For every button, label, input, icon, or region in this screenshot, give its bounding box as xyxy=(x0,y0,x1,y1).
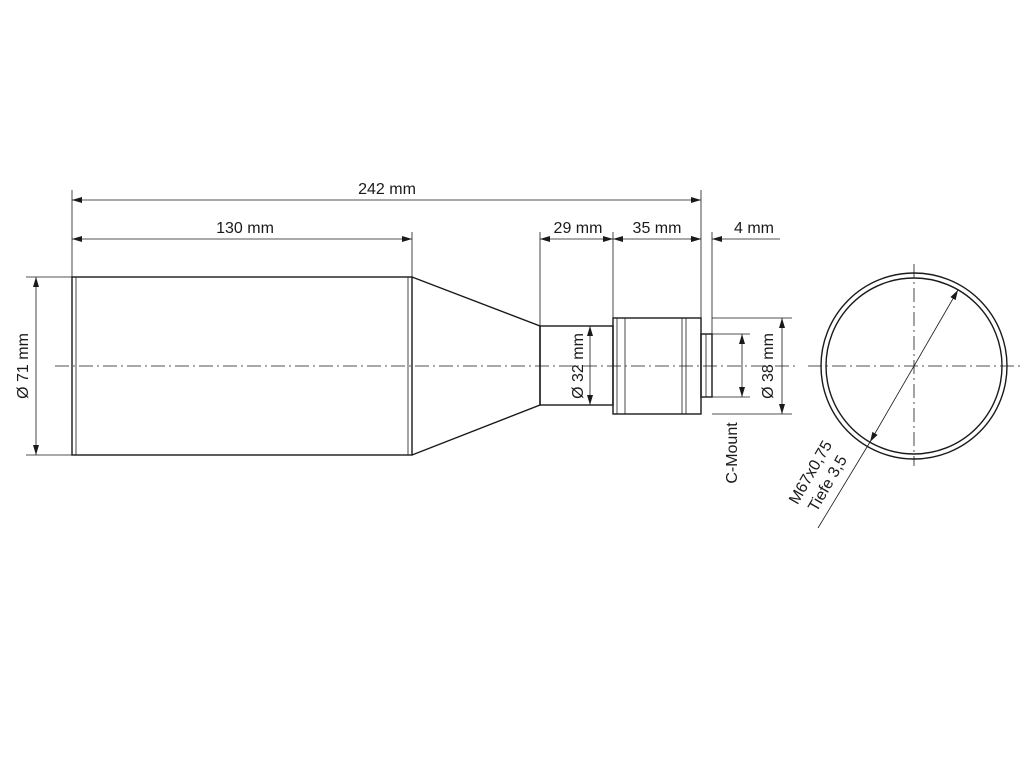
main-body xyxy=(71,276,413,456)
body-diameter-label: Ø 71 mm xyxy=(15,333,32,399)
tube-diameter-label: Ø 32 mm xyxy=(570,333,587,399)
mount-diameter-label: Ø 38 mm xyxy=(760,333,777,399)
diameter-dimensions: Ø 71 mm Ø 32 mm Ø 38 mm C-Mount xyxy=(15,276,792,484)
length-dimensions: 242 mm 130 mm 29 mm 35 mm 4 mm xyxy=(71,181,780,334)
overall-length-label: 242 mm xyxy=(358,181,416,198)
lens-side-view xyxy=(55,276,795,456)
lens-front-view: M67x0,75 Tiefe 3,5 xyxy=(786,264,1020,529)
c-mount-flange xyxy=(700,333,713,398)
flange-length-label: 4 mm xyxy=(734,220,774,237)
thread-leader-line xyxy=(817,441,871,529)
body-length-label: 130 mm xyxy=(216,220,274,237)
thread-diameter-line xyxy=(869,289,959,443)
tube-length-label: 29 mm xyxy=(554,220,603,237)
cmount-label: C-Mount xyxy=(724,422,741,484)
adapter-length-label: 35 mm xyxy=(633,220,682,237)
